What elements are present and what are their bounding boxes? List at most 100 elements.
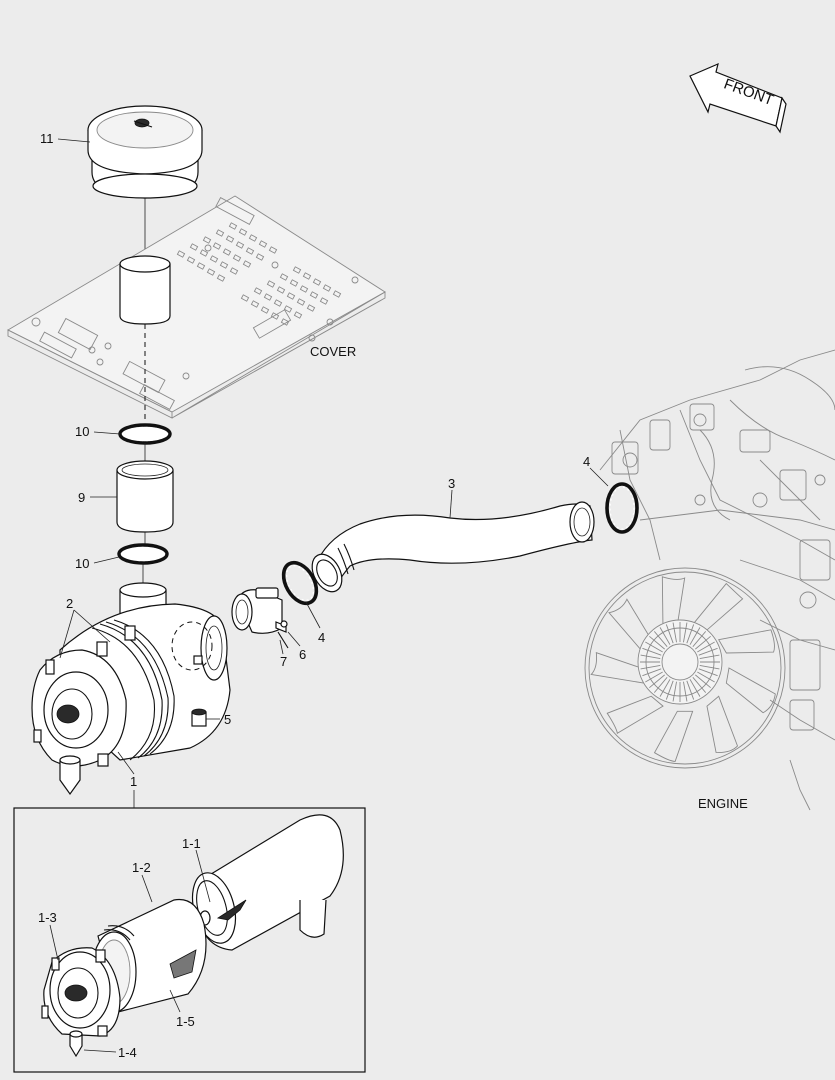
fan-blade bbox=[706, 695, 739, 753]
hose-clamp-upper-part bbox=[118, 423, 172, 462]
vent-slot bbox=[280, 318, 290, 326]
clutch-fin bbox=[649, 635, 665, 650]
clutch-fin bbox=[683, 622, 688, 643]
vent-slot bbox=[242, 260, 252, 268]
callout-2: 2 bbox=[66, 596, 73, 611]
clutch-fin bbox=[697, 641, 715, 653]
vent-slot bbox=[258, 240, 268, 248]
intake-tube bbox=[119, 255, 171, 420]
vent-slot bbox=[302, 272, 312, 280]
callout-5: 5 bbox=[224, 712, 231, 727]
vent-slot bbox=[238, 228, 248, 236]
clutch-fin bbox=[683, 681, 688, 702]
fan-blade bbox=[590, 652, 645, 684]
dust-valve-part bbox=[69, 1030, 83, 1058]
clutch-fin bbox=[686, 624, 695, 644]
cover-vent-slots-upper bbox=[176, 222, 278, 282]
front-direction-arrow: FRONT bbox=[689, 62, 787, 134]
callout-1-2: 1-2 bbox=[132, 860, 151, 875]
vent-slot bbox=[202, 236, 212, 244]
vent-slot bbox=[296, 298, 306, 306]
callout-7: 7 bbox=[280, 654, 287, 669]
vent-slot bbox=[253, 287, 263, 295]
vent-slot bbox=[289, 279, 299, 287]
vent-slot bbox=[186, 256, 196, 264]
vent-slot bbox=[196, 262, 206, 270]
vent-slot bbox=[222, 248, 232, 256]
vent-slot bbox=[268, 246, 278, 254]
vent-slot bbox=[216, 274, 226, 282]
detail-inset-box bbox=[13, 807, 366, 1073]
clutch-fin bbox=[645, 641, 663, 653]
vent-slot bbox=[273, 299, 283, 307]
air-cleaner-assembly-part bbox=[31, 582, 231, 796]
callout-11: 11 bbox=[40, 131, 54, 146]
vent-slot bbox=[293, 311, 303, 319]
clutch-fin bbox=[653, 631, 668, 647]
vent-slot bbox=[228, 222, 238, 230]
vent-slot bbox=[176, 250, 186, 258]
clutch-fin bbox=[692, 677, 707, 693]
vent-slot bbox=[235, 241, 245, 249]
vent-slot bbox=[279, 273, 289, 281]
callout-1-5: 1-5 bbox=[176, 1014, 195, 1029]
clutch-fin bbox=[695, 674, 711, 689]
fan-blade bbox=[725, 667, 776, 714]
clutch-fin bbox=[659, 627, 671, 645]
clutch-fin bbox=[699, 665, 720, 670]
airflow-sensor-part bbox=[231, 587, 287, 634]
end-cover-part bbox=[41, 947, 121, 1037]
vent-slot bbox=[229, 267, 239, 275]
clutch-fin bbox=[642, 668, 662, 677]
callout-1-1: 1-1 bbox=[182, 836, 201, 851]
callout-1-4: 1-4 bbox=[118, 1045, 137, 1060]
fan-blade bbox=[691, 582, 744, 631]
vent-slot bbox=[209, 255, 219, 263]
vent-slot bbox=[332, 290, 342, 298]
engine-outline bbox=[584, 349, 835, 811]
callout-3: 3 bbox=[448, 476, 455, 491]
callout-4-right: 4 bbox=[583, 454, 590, 469]
vent-slot bbox=[309, 291, 319, 299]
screw-part bbox=[277, 620, 289, 649]
callout-9: 9 bbox=[78, 490, 85, 505]
clutch-fin bbox=[645, 671, 663, 683]
leader-lines bbox=[49, 138, 609, 1053]
clutch-fin bbox=[672, 622, 677, 643]
clutch-fin bbox=[672, 681, 677, 702]
callout-6: 6 bbox=[299, 647, 306, 662]
callout-10-lower: 10 bbox=[75, 556, 89, 571]
vent-slot bbox=[283, 305, 293, 313]
clutch-fin bbox=[695, 635, 711, 650]
vent-slot bbox=[319, 297, 329, 305]
intake-duct-part bbox=[311, 501, 595, 593]
clutch-fin bbox=[698, 668, 718, 677]
callout-10-upper: 10 bbox=[75, 424, 89, 439]
vent-slot bbox=[292, 266, 302, 274]
precleaner-cap-part bbox=[87, 105, 203, 255]
clutch-fin bbox=[665, 680, 674, 700]
clutch-fin bbox=[649, 674, 665, 689]
vent-slot bbox=[306, 304, 316, 312]
vent-slot bbox=[312, 278, 322, 286]
vent-slot bbox=[270, 312, 280, 320]
vent-slot bbox=[263, 293, 273, 301]
air-cleaner-housing-part bbox=[191, 814, 344, 951]
callout-labels: 11 10 9 10 2 5 1 3 4 4 6 7 1-1 1-2 1-3 1… bbox=[38, 131, 590, 1060]
vent-slot bbox=[232, 254, 242, 262]
vent-slot bbox=[266, 280, 276, 288]
clutch-fin bbox=[699, 654, 720, 659]
vent-slot bbox=[225, 235, 235, 243]
connecting-hose-part bbox=[116, 460, 174, 545]
hose-clamp-left-part bbox=[281, 560, 319, 606]
cover-label: COVER bbox=[310, 344, 356, 359]
cover-vent-slots-lower bbox=[240, 266, 342, 326]
hose-clamp-lower-part bbox=[117, 543, 169, 584]
clutch-fin bbox=[653, 677, 668, 693]
fan-blade bbox=[717, 629, 775, 654]
clutch-fin bbox=[665, 624, 674, 644]
vent-slot bbox=[286, 292, 296, 300]
vent-slot bbox=[219, 261, 229, 269]
clutch-fin bbox=[692, 631, 707, 647]
vent-slot bbox=[199, 249, 209, 257]
